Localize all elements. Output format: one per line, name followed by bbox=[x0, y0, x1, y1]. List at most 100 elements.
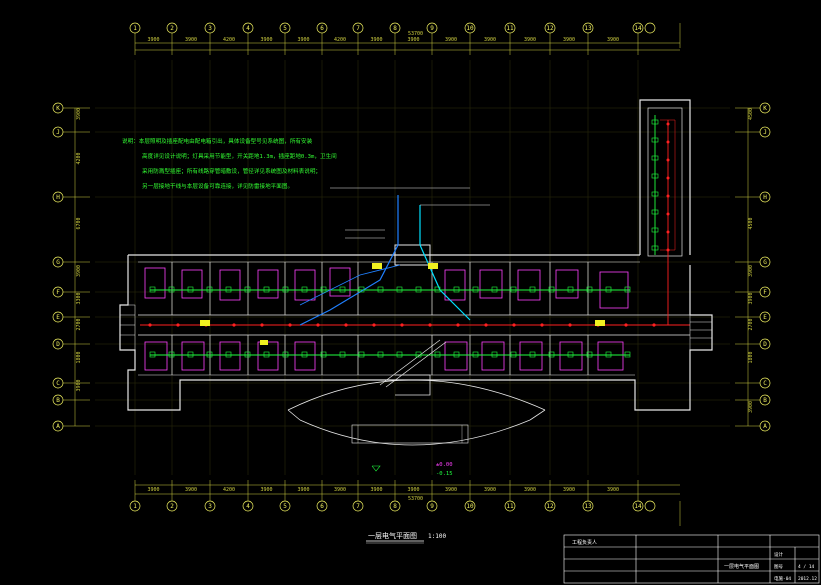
dimension-label: 3900 bbox=[607, 37, 619, 43]
grid-bubble-label: 8 bbox=[393, 25, 397, 32]
corridor-light bbox=[344, 323, 348, 327]
grid-bubble-label: 11 bbox=[506, 25, 514, 32]
corridor-light bbox=[624, 323, 628, 327]
light-fixture bbox=[472, 351, 479, 358]
light-fixture bbox=[244, 351, 251, 358]
dimension-label: 3900 bbox=[185, 487, 197, 493]
grid-bubble-label: 9 bbox=[430, 25, 434, 32]
room-block bbox=[597, 341, 624, 371]
dimension-label: 4200 bbox=[334, 37, 346, 43]
light-fixture bbox=[472, 286, 479, 293]
dimension-label: 3900 bbox=[185, 37, 197, 43]
note-line: 采用防溅型插座；所有线路穿管暗敷设，管径详见系统图及材料表说明； bbox=[142, 167, 321, 175]
light-fixture bbox=[149, 286, 156, 293]
dimension-label: 4200 bbox=[223, 37, 235, 43]
corridor-light bbox=[666, 140, 670, 144]
light-fixture bbox=[187, 286, 194, 293]
drawing-title: 一层电气平面图 1:100 bbox=[366, 531, 446, 544]
room-block bbox=[181, 341, 205, 371]
grid-bubble-label: 1 bbox=[133, 503, 137, 510]
dimension-label: 3900 bbox=[76, 265, 82, 277]
light-fixture bbox=[453, 286, 460, 293]
dimension-label: 3900 bbox=[297, 487, 309, 493]
light-fixture bbox=[529, 351, 536, 358]
light-fixture bbox=[358, 351, 365, 358]
dimension-label: 2700 bbox=[76, 318, 82, 330]
dimension-label: 4200 bbox=[76, 152, 82, 164]
light-fixture bbox=[339, 351, 346, 358]
light-fixture bbox=[624, 286, 631, 293]
grid-bubble-label: D bbox=[763, 341, 767, 348]
light-fixture bbox=[263, 351, 270, 358]
dimension-label: 3900 bbox=[260, 487, 272, 493]
grid-bubble-label: E bbox=[763, 314, 767, 321]
tb-drawing-no: 图号 bbox=[774, 564, 783, 570]
light-fixture bbox=[567, 351, 574, 358]
corridor-light bbox=[666, 158, 670, 162]
light-fixture bbox=[225, 351, 232, 358]
light-fixture bbox=[651, 191, 659, 197]
side-dimensions: 3900420067003900330027001800390045004500… bbox=[74, 108, 754, 426]
dimension-label: 3900 bbox=[370, 487, 382, 493]
light-fixture bbox=[206, 286, 213, 293]
light-fixture bbox=[651, 227, 659, 233]
light-fixture bbox=[434, 286, 441, 293]
grid-bubble-label: D bbox=[56, 341, 60, 348]
corridor-light bbox=[666, 194, 670, 198]
light-fixture bbox=[282, 351, 289, 358]
grid-bubble-label: 1 bbox=[133, 25, 137, 32]
light-fixture bbox=[491, 351, 498, 358]
light-fixture bbox=[225, 286, 232, 293]
grid-bubble-label: 13 bbox=[584, 25, 592, 32]
room-block bbox=[444, 269, 466, 301]
corridor-light bbox=[400, 323, 404, 327]
room-block bbox=[181, 269, 203, 299]
light-fixture bbox=[377, 351, 384, 358]
dimension-label: 3900 bbox=[445, 487, 457, 493]
grid-bubble-label: 7 bbox=[356, 25, 360, 32]
corridor-light bbox=[666, 248, 670, 252]
dimension-label: 3900 bbox=[748, 265, 754, 277]
grid-bubble-label: 14 bbox=[634, 25, 642, 32]
room-outlines bbox=[144, 267, 629, 371]
dimension-label: 3900 bbox=[370, 37, 382, 43]
grid-bubble-label: 11 bbox=[506, 503, 514, 510]
dimension-label: 1800 bbox=[748, 351, 754, 363]
light-fixture bbox=[377, 286, 384, 293]
title-block bbox=[563, 534, 820, 584]
corridor-light bbox=[568, 323, 572, 327]
light-fixture bbox=[510, 286, 517, 293]
dimension-label: 6700 bbox=[76, 217, 82, 229]
dimension-label: 3900 bbox=[563, 487, 575, 493]
room-block bbox=[481, 341, 505, 371]
grid-bubble-label: A bbox=[763, 423, 767, 430]
light-fixture bbox=[651, 245, 659, 251]
corridor-light bbox=[176, 323, 180, 327]
light-fixture bbox=[651, 137, 659, 143]
grid-bubble-label: 14 bbox=[634, 503, 642, 510]
tb-sheet: 4 / 14 bbox=[798, 564, 815, 570]
room-block bbox=[329, 267, 351, 297]
grid-bubble-label: 6 bbox=[320, 25, 324, 32]
dimension-label: 3900 bbox=[748, 401, 754, 413]
room-block bbox=[144, 341, 168, 371]
dimension-label: 3900 bbox=[334, 487, 346, 493]
tb-date: 2012.12 bbox=[798, 576, 817, 582]
dimension-label: 3900 bbox=[607, 487, 619, 493]
light-fixture bbox=[301, 351, 308, 358]
corridor-light bbox=[148, 323, 152, 327]
light-fixture bbox=[510, 351, 517, 358]
corridor-light bbox=[232, 323, 236, 327]
light-fixture bbox=[529, 286, 536, 293]
light-fixture bbox=[605, 286, 612, 293]
grid-bubble-label: 12 bbox=[546, 25, 554, 32]
light-fixture bbox=[339, 286, 346, 293]
elevation-mark: ±0.00 -0.15 bbox=[371, 462, 453, 477]
note-line: 高度详见设计说明；灯具采用节能型，开关距地1.3m，插座距地0.3m，卫生间 bbox=[142, 152, 337, 160]
light-fixture bbox=[149, 351, 156, 358]
room-block bbox=[519, 341, 543, 371]
dimension-label: 3900 bbox=[748, 292, 754, 304]
light-fixture bbox=[263, 286, 270, 293]
